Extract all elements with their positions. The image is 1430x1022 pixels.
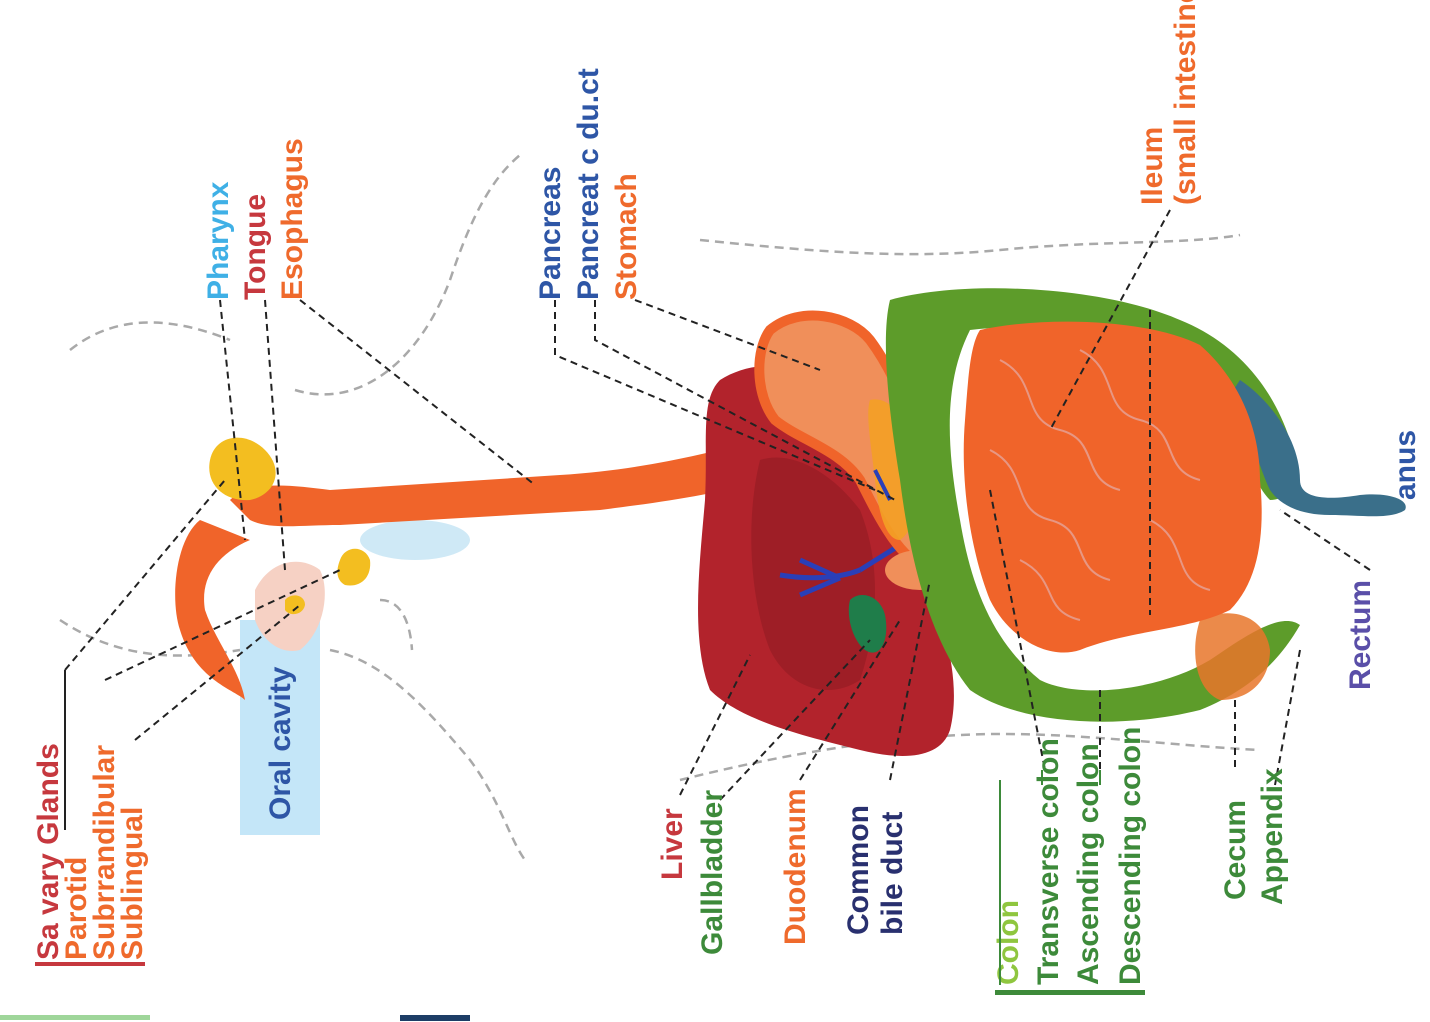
label-small-intestine: (small intestine) <box>1169 0 1202 205</box>
navy-corner-bar <box>400 1015 470 1021</box>
label-bile-duct: bile duct <box>876 812 909 935</box>
label-ileum: Ileum <box>1136 127 1169 205</box>
label-tongue: Tongue <box>239 194 272 300</box>
label-sublingual: Sublingual <box>116 807 149 960</box>
label-pharynx: Pharynx <box>202 181 235 300</box>
label-gallbladder: Gallbladder <box>696 790 729 955</box>
label-colon: Colon <box>992 900 1025 985</box>
mouth-shape <box>175 520 250 700</box>
label-oral-cavity: Oral cavity <box>264 666 297 820</box>
label-anus: anus <box>1389 430 1422 500</box>
label-rectum: Rectum <box>1344 580 1377 690</box>
label-stomach: Stomach <box>610 173 643 300</box>
label-pancreas: Pancreas <box>534 167 567 300</box>
label-cecum: Cecum <box>1219 800 1252 900</box>
green-corner-bar <box>0 1015 150 1020</box>
cecum-shape <box>1195 613 1270 700</box>
label-pancreatic-duct: Pancreat c du.ct <box>572 68 605 300</box>
label-appendix: Appendix <box>1256 768 1289 905</box>
pharynx-shape <box>360 520 470 560</box>
label-transverse-colon: Transverse colon <box>1032 738 1065 985</box>
parotid-gland-shape <box>209 438 275 501</box>
salivary-legend-bar <box>35 962 145 966</box>
label-common: Common <box>842 805 875 935</box>
label-liver: Liver <box>656 808 689 880</box>
label-esophagus: Esophagus <box>276 138 309 300</box>
label-descending-colon: Descending colon <box>1114 727 1147 985</box>
submandibular-gland-shape <box>337 549 370 586</box>
label-duodenum: Duodenum <box>779 788 812 945</box>
colon-legend-bar <box>995 990 1145 995</box>
